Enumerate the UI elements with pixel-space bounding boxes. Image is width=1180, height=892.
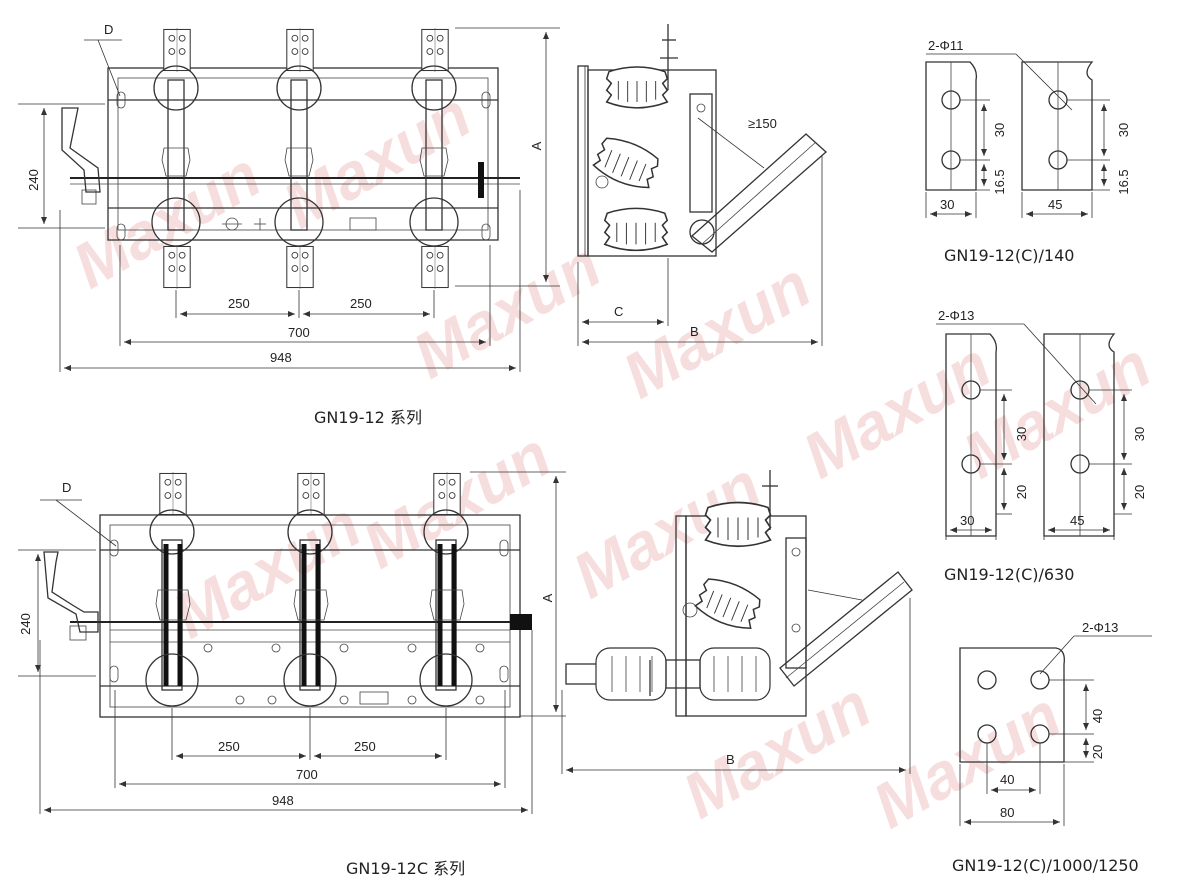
top-label-a: A xyxy=(529,141,544,150)
detail-140: 2-Φ11 30 16.5 30 30 16.5 45 GN19-12(C)/1 xyxy=(925,38,1131,265)
pole-3 xyxy=(409,28,459,289)
side-label-c: C xyxy=(614,304,623,319)
bottom-dim-250-b: 250 xyxy=(354,739,376,754)
detail-630-edge-left: 20 xyxy=(1014,485,1029,499)
top-front-view: D 240 250 250 700 948 A xyxy=(18,22,560,372)
detail-630: 2-Φ13 30 20 30 30 20 45 GN19-12(C)/630 xyxy=(936,308,1147,584)
caption-gn19-12: GN19-12 系列 xyxy=(314,408,422,427)
bottom-dim-948: 948 xyxy=(272,793,294,808)
detail-1250-hole: 2-Φ13 xyxy=(1082,620,1118,635)
detail-140-edge-right: 16.5 xyxy=(1116,169,1131,194)
top-dim-240: 240 xyxy=(26,169,41,191)
detail-140-edge-left: 16.5 xyxy=(992,169,1007,194)
bottom-dim-700: 700 xyxy=(296,767,318,782)
pole-2 xyxy=(274,28,324,289)
bottom-label-d: D xyxy=(62,480,71,495)
pole-1 xyxy=(151,28,201,289)
bottom-side-view: B xyxy=(561,470,913,774)
bottom-side-label-b: B xyxy=(726,752,735,767)
detail-1250-pitch: 40 xyxy=(1090,709,1105,723)
detail-1250-inner: 40 xyxy=(1000,772,1014,787)
bottom-dim-250-a: 250 xyxy=(218,739,240,754)
watermark: Maxun xyxy=(861,678,1073,842)
caption-630: GN19-12(C)/630 xyxy=(944,565,1074,584)
detail-1000-1250: 2-Φ13 40 20 40 80 GN19-12(C)/1000/1250 xyxy=(952,620,1152,875)
detail-630-width-left: 30 xyxy=(960,513,974,528)
caption-1000-1250: GN19-12(C)/1000/1250 xyxy=(952,856,1139,875)
bottom-label-a: A xyxy=(540,593,555,602)
watermark: Maxun xyxy=(951,328,1163,492)
top-dim-250-a: 250 xyxy=(228,296,250,311)
detail-140-hole: 2-Φ11 xyxy=(928,38,963,53)
caption-gn19-12c: GN19-12C 系列 xyxy=(346,859,465,878)
detail-630-hole: 2-Φ13 xyxy=(938,308,974,323)
top-label-d: D xyxy=(104,22,113,37)
top-dim-250-b: 250 xyxy=(350,296,372,311)
bottom-dim-240: 240 xyxy=(18,613,33,635)
detail-630-pitch-left: 30 xyxy=(1014,427,1029,441)
pole-3 xyxy=(419,472,473,707)
side-label-clearance: ≥150 xyxy=(748,116,777,131)
top-dim-700: 700 xyxy=(288,325,310,340)
detail-630-edge-right: 20 xyxy=(1132,485,1147,499)
detail-140-width-left: 30 xyxy=(940,197,954,212)
side-label-b: B xyxy=(690,324,699,339)
pole-2 xyxy=(283,472,337,707)
watermark: Maxun xyxy=(161,488,373,652)
detail-1250-edge: 20 xyxy=(1090,745,1105,759)
detail-630-pitch-right: 30 xyxy=(1132,427,1147,441)
watermark: Maxun xyxy=(611,248,823,412)
top-side-view: ≥150 C B xyxy=(577,24,827,346)
detail-1250-width: 80 xyxy=(1000,805,1014,820)
caption-140: GN19-12(C)/140 xyxy=(944,246,1074,265)
detail-140-pitch-left: 30 xyxy=(992,123,1007,137)
pole-1 xyxy=(145,472,199,707)
bottom-front-view: D 240 250 250 700 948 A xyxy=(18,471,566,814)
top-dim-948: 948 xyxy=(270,350,292,365)
detail-140-pitch-right: 30 xyxy=(1116,123,1131,137)
detail-630-width-right: 45 xyxy=(1070,513,1084,528)
detail-140-width-right: 45 xyxy=(1048,197,1062,212)
